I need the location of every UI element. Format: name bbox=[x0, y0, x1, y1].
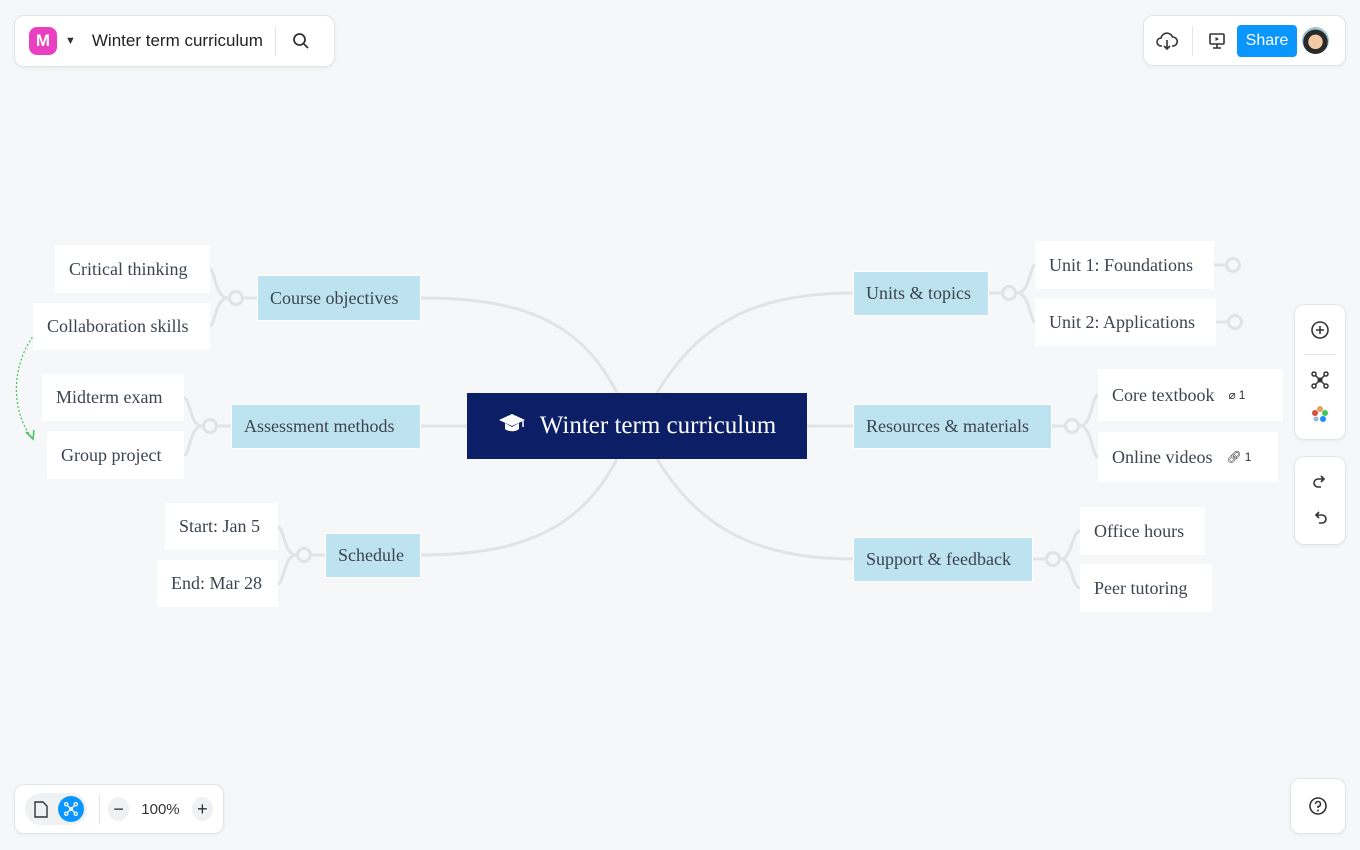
undo-button[interactable] bbox=[1311, 509, 1329, 527]
collapse-knob[interactable] bbox=[1001, 285, 1017, 301]
document-icon bbox=[34, 800, 48, 818]
link-badge[interactable]: 🔗︎1 bbox=[1227, 450, 1252, 464]
document-title[interactable]: Winter term curriculum bbox=[91, 31, 263, 50]
cloud-download-icon bbox=[1156, 31, 1178, 50]
add-circle-icon bbox=[1311, 321, 1329, 339]
present-button[interactable] bbox=[1207, 31, 1227, 51]
subtopic-label: Peer tutoring bbox=[1094, 577, 1188, 598]
collapse-knob[interactable] bbox=[1045, 551, 1061, 567]
paperclip-icon: ⌀ bbox=[1228, 388, 1236, 402]
subtopic-core-textbook[interactable]: Core textbook ⌀1 bbox=[1098, 369, 1283, 421]
collapse-knob[interactable] bbox=[296, 547, 312, 563]
theme-button[interactable] bbox=[1310, 404, 1330, 424]
divider bbox=[99, 794, 100, 824]
zoom-in-button[interactable]: + bbox=[191, 797, 214, 821]
help-button[interactable] bbox=[1290, 778, 1346, 834]
topic-label: Assessment methods bbox=[244, 416, 395, 436]
collapse-knob[interactable] bbox=[1064, 418, 1080, 434]
subtopic-label: Start: Jan 5 bbox=[179, 516, 260, 536]
subtopic-label: Group project bbox=[61, 444, 162, 465]
subtopic-label: Collaboration skills bbox=[47, 316, 189, 336]
topic-units-topics[interactable]: Units & topics bbox=[853, 271, 989, 316]
topic-assessment-methods[interactable]: Assessment methods bbox=[231, 404, 421, 449]
expand-knob[interactable] bbox=[1227, 314, 1243, 330]
central-topic[interactable]: Winter term curriculum bbox=[467, 393, 807, 459]
view-zoom-toolbar: − 100% + bbox=[14, 784, 224, 834]
mindmap-structure-icon bbox=[1311, 370, 1329, 389]
mindmap-icon bbox=[63, 801, 79, 817]
subtopic-label: Critical thinking bbox=[69, 258, 188, 279]
undo-icon bbox=[1314, 511, 1327, 525]
divider bbox=[1192, 25, 1193, 56]
search-button[interactable] bbox=[292, 32, 310, 50]
central-topic-label: Winter term curriculum bbox=[539, 412, 777, 439]
collapse-knob[interactable] bbox=[202, 418, 218, 434]
subtopic-collaboration-skills[interactable]: Collaboration skills bbox=[33, 303, 210, 350]
subtopic-label: Unit 2: Applications bbox=[1049, 311, 1195, 332]
divider bbox=[274, 26, 276, 56]
subtopic-peer-tutoring[interactable]: Peer tutoring bbox=[1080, 564, 1212, 612]
subtopic-online-videos[interactable]: Online videos 🔗︎1 bbox=[1098, 432, 1278, 482]
subtopic-label: Online videos bbox=[1112, 446, 1213, 467]
redo-icon bbox=[1313, 475, 1326, 488]
subtopic-label: Unit 1: Foundations bbox=[1049, 254, 1194, 275]
subtopic-unit-2[interactable]: Unit 2: Applications bbox=[1035, 298, 1216, 346]
zoom-out-button[interactable]: − bbox=[107, 797, 130, 821]
mindmap-view-button[interactable] bbox=[58, 796, 84, 822]
subtopic-label: Office hours bbox=[1094, 520, 1185, 541]
topic-label: Schedule bbox=[338, 545, 404, 565]
insert-toolbar bbox=[1294, 304, 1346, 440]
outline-view-button[interactable] bbox=[28, 796, 54, 822]
subtopic-office-hours[interactable]: Office hours bbox=[1080, 507, 1205, 555]
share-toolbar: Share bbox=[1143, 15, 1346, 66]
subtopic-critical-thinking[interactable]: Critical thinking bbox=[55, 245, 210, 293]
topic-label: Resources & materials bbox=[866, 416, 1029, 436]
app-logo-icon: M bbox=[29, 27, 57, 55]
view-switcher bbox=[25, 793, 87, 825]
topic-label: Course objectives bbox=[270, 287, 399, 308]
subtopic-midterm-exam[interactable]: Midterm exam bbox=[42, 374, 184, 421]
color-palette-icon bbox=[1312, 405, 1328, 422]
download-button[interactable] bbox=[1156, 31, 1178, 51]
subtopic-label: Core textbook bbox=[1112, 384, 1215, 405]
subtopic-label: Midterm exam bbox=[56, 387, 163, 407]
subtopic-unit-1[interactable]: Unit 1: Foundations bbox=[1035, 241, 1214, 289]
history-toolbar bbox=[1294, 456, 1346, 545]
link-count: 1 bbox=[1244, 450, 1252, 464]
subtopic-end-date[interactable]: End: Mar 28 bbox=[157, 560, 278, 607]
expand-knob[interactable] bbox=[1225, 257, 1241, 273]
add-topic-button[interactable] bbox=[1310, 320, 1330, 340]
attachment-badge[interactable]: ⌀1 bbox=[1228, 388, 1245, 402]
link-icon: 🔗︎ bbox=[1226, 450, 1242, 464]
search-icon bbox=[292, 33, 309, 49]
help-icon bbox=[1309, 797, 1327, 815]
topic-label: Units & topics bbox=[866, 283, 972, 303]
subtopic-label: End: Mar 28 bbox=[171, 573, 262, 593]
app-menu-button[interactable]: M ▼ bbox=[29, 27, 76, 55]
share-button[interactable]: Share bbox=[1237, 24, 1297, 57]
attachment-count: 1 bbox=[1238, 388, 1246, 402]
divider bbox=[1304, 354, 1336, 356]
topic-label: Support & feedback bbox=[866, 549, 1011, 569]
layout-button[interactable] bbox=[1310, 370, 1330, 390]
graduation-cap-icon bbox=[498, 412, 526, 441]
topic-course-objectives[interactable]: Course objectives bbox=[257, 275, 421, 321]
user-avatar[interactable] bbox=[1302, 27, 1329, 54]
topic-schedule[interactable]: Schedule bbox=[325, 533, 421, 578]
zoom-level: 100% bbox=[141, 800, 180, 818]
subtopic-group-project[interactable]: Group project bbox=[47, 431, 184, 479]
topic-support-feedback[interactable]: Support & feedback bbox=[853, 537, 1033, 582]
presentation-icon bbox=[1209, 32, 1225, 49]
redo-button[interactable] bbox=[1311, 474, 1329, 492]
title-toolbar: M ▼ Winter term curriculum bbox=[14, 15, 335, 67]
collapse-knob[interactable] bbox=[228, 290, 244, 306]
chevron-down-icon: ▼ bbox=[65, 35, 76, 47]
subtopic-start-date[interactable]: Start: Jan 5 bbox=[165, 503, 278, 550]
topic-resources-materials[interactable]: Resources & materials bbox=[853, 404, 1052, 449]
